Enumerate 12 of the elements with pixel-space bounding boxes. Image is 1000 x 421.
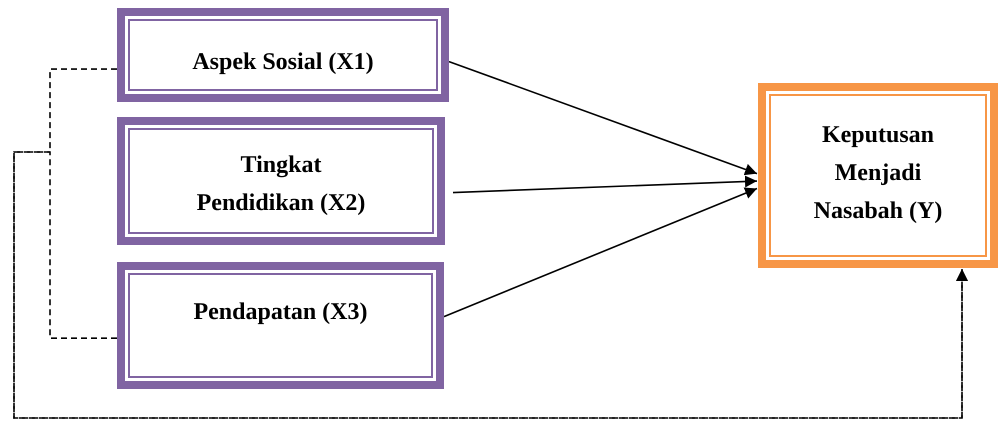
arrow xyxy=(444,187,758,318)
node-label: Pendapatan (X3) xyxy=(193,298,368,327)
arrow xyxy=(448,60,758,176)
node-label: Aspek Sosial (X1) xyxy=(192,48,374,77)
node-label: Tingkat Pendidikan (X2) xyxy=(196,151,366,218)
double-border-box xyxy=(117,117,445,245)
double-border-box xyxy=(117,8,449,102)
double-border-box xyxy=(758,83,998,268)
arrow xyxy=(452,176,758,194)
dashed-arrow xyxy=(13,151,968,419)
double-border-box xyxy=(117,262,444,389)
node-label: Keputusan Menjadi Nasabah (Y) xyxy=(812,121,944,226)
